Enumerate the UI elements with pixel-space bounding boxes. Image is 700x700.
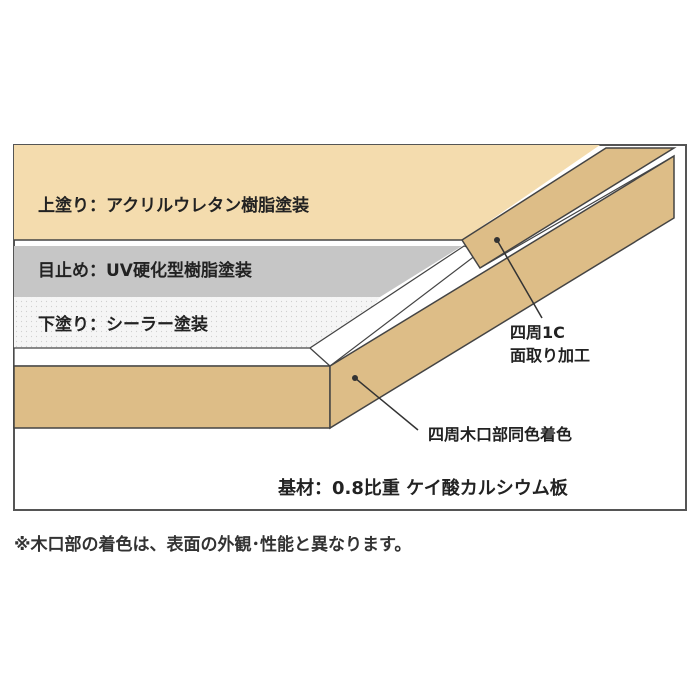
- top-coat-label: 上塗り：アクリルウレタン樹脂塗装: [38, 195, 309, 216]
- edge-color-label: 四周木口部同色着色: [428, 425, 572, 444]
- chamfer-face: [13, 347, 332, 367]
- filler-label: 目止め：UV硬化型樹脂塗装: [38, 260, 252, 281]
- footnote: ※木口部の着色は、表面の外観･性能と異なります。: [14, 534, 411, 555]
- chamfer-label-line1: 四周1C: [510, 323, 565, 342]
- wood-edge-front: [13, 365, 331, 429]
- base-material-label: 基材：0.8比重 ケイ酸カルシウム板: [277, 477, 569, 499]
- filler-layer: [14, 246, 462, 297]
- top-coat-layer: [14, 145, 600, 240]
- wood-edge-diagonal: [329, 154, 675, 430]
- chamfer-label-line2: 面取り加工: [510, 346, 590, 365]
- chamfer-strip: [460, 147, 677, 270]
- undercoat-layer: [14, 297, 380, 348]
- undercoat-label: 下塗り：シーラー塗装: [38, 314, 208, 335]
